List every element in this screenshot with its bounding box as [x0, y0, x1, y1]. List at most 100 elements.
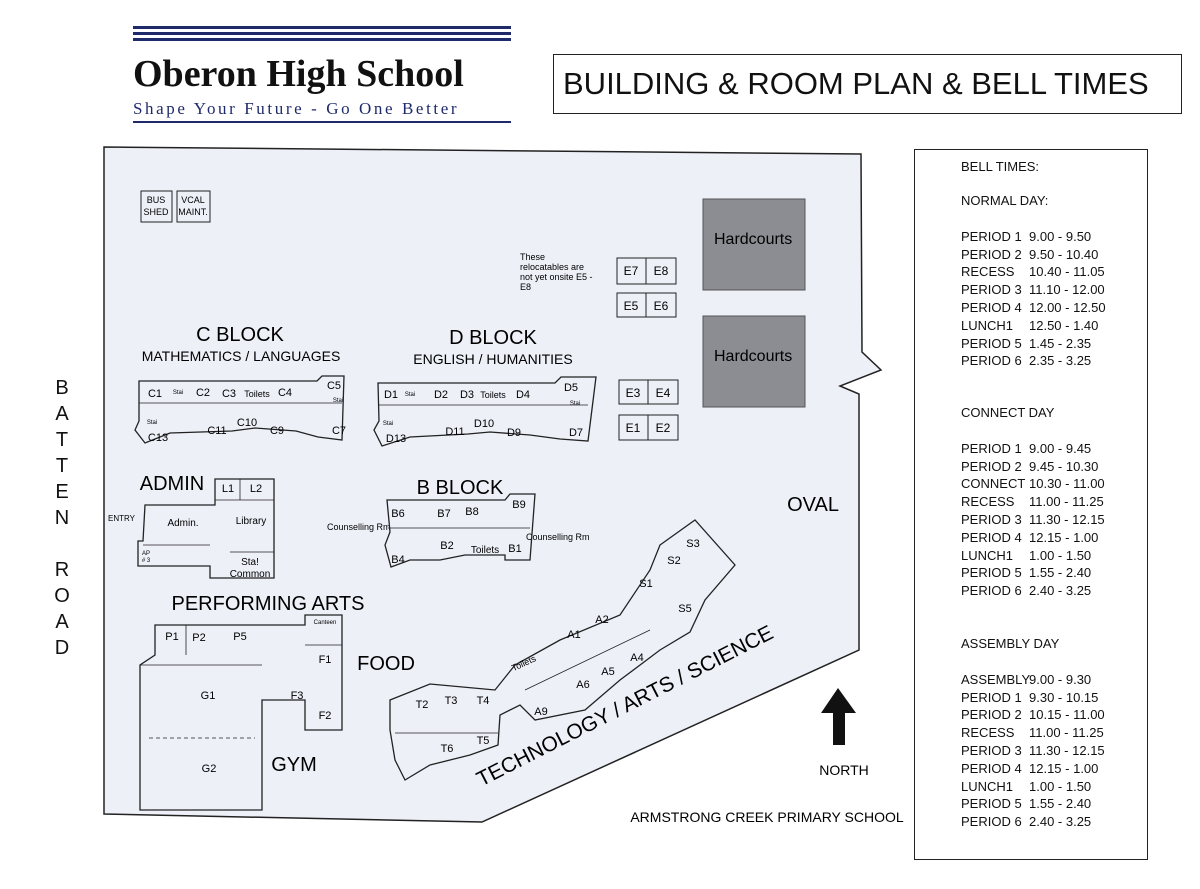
hardcourt [702, 198, 806, 291]
room-label: A9 [534, 706, 547, 718]
room-label: D3 [460, 389, 474, 401]
room-label: S3 [686, 538, 699, 550]
room-label: C11 [207, 425, 226, 437]
room-label: E2 [656, 421, 671, 435]
room-label: D4 [516, 389, 530, 401]
library-label: Library [236, 516, 267, 527]
room-label: D2 [434, 389, 448, 401]
c-block-building [134, 375, 345, 444]
bell-section-title: NORMAL DAY: [961, 193, 1049, 208]
performing-arts-title: PERFORMING ARTS [172, 593, 365, 615]
room-label: B4 [391, 554, 404, 566]
tas-building [389, 519, 736, 781]
neighbour-label: ARMSTRONG CREEK PRIMARY SCHOOL [630, 809, 904, 825]
room-label: T6 [441, 743, 454, 755]
school-name: Oberon High School [133, 53, 464, 95]
room-label: E3 [626, 386, 641, 400]
gym-title: GYM [271, 754, 317, 776]
counselling-label: Counselling Rm [327, 522, 391, 532]
road-letter: R [54, 559, 70, 581]
room-label: E7 [624, 264, 639, 278]
bus-shed-label: SHED [143, 207, 169, 217]
room-label: T2 [416, 699, 429, 711]
bell-row: ASSEMBLY9.00 - 9.30 [961, 671, 1092, 687]
room-label: Toilets [471, 545, 499, 556]
room-label: D11 [445, 426, 464, 438]
road-letter: B [55, 377, 69, 399]
title-box [553, 54, 1182, 114]
room-label: D9 [507, 427, 521, 439]
room-label: F1 [319, 654, 332, 666]
admin-title: ADMIN [140, 473, 204, 495]
room-label: L2 [250, 483, 262, 495]
c-block-title: C BLOCK [196, 324, 284, 346]
room-label: E8 [654, 264, 669, 278]
stairs-label: Stai [405, 392, 415, 398]
room-label: A6 [576, 679, 589, 691]
room-label: C3 [222, 388, 236, 400]
road-letter: A [55, 611, 69, 633]
road-letter: D [54, 637, 70, 659]
room-label: E1 [626, 421, 641, 435]
road-letter: T [55, 429, 69, 451]
road-letter: T [55, 455, 69, 477]
canteen-label: Canteen [314, 620, 337, 626]
room-label: A1 [567, 629, 580, 641]
entry-label: ENTRY [108, 514, 136, 523]
room-label: Toilets [480, 390, 506, 400]
oval-label: OVAL [787, 494, 839, 516]
b-block-title: B BLOCK [417, 477, 504, 499]
relocatables-note: E8 [520, 282, 531, 292]
room-label: E4 [656, 386, 671, 400]
bell-section-title: CONNECT DAY [961, 405, 1055, 420]
room-label: D13 [386, 433, 406, 445]
hardcourt-label: Hardcourts [714, 231, 792, 248]
room-label: B2 [440, 540, 453, 552]
bus-shed [140, 190, 173, 223]
room-label: B7 [437, 508, 450, 520]
bus-shed-label: BUS [147, 195, 166, 205]
room-label: B9 [512, 499, 525, 511]
d-block-title: D BLOCK [449, 327, 537, 349]
room-label: Toilets [244, 389, 270, 399]
bell-section-assembly: ASSEMBLY DAY ASSEMBLY9.00 - 9.30 PERIOD … [961, 635, 1105, 831]
room-label: D7 [569, 427, 583, 439]
room-label: A4 [630, 652, 643, 664]
d-block-building [373, 376, 597, 447]
room-label: P5 [233, 631, 246, 643]
stairs-label: Stai [570, 401, 580, 407]
bell-section-title: ASSEMBLY DAY [961, 636, 1060, 651]
relocatables-note: not yet onsite E5 - [520, 272, 593, 282]
logo-stripes [133, 26, 511, 48]
room-label: S5 [678, 603, 691, 615]
relocatables-note: relocatables are [520, 262, 584, 272]
admin-office-label: Admin. [167, 518, 198, 529]
room-label: A5 [601, 666, 614, 678]
stairs-label: Stai [383, 421, 393, 427]
e-rooms [616, 257, 679, 441]
room-label: D1 [384, 389, 398, 401]
stairs-label: Stai [333, 398, 343, 404]
room-label: E5 [624, 299, 639, 313]
room-label: C1 [148, 388, 162, 400]
room-label: C5 [327, 380, 341, 392]
c-block-subtitle: MATHEMATICS / LANGUAGES [142, 348, 341, 364]
site-boundary [103, 146, 883, 823]
room-label: B8 [465, 506, 478, 518]
room-label: C9 [270, 425, 284, 437]
